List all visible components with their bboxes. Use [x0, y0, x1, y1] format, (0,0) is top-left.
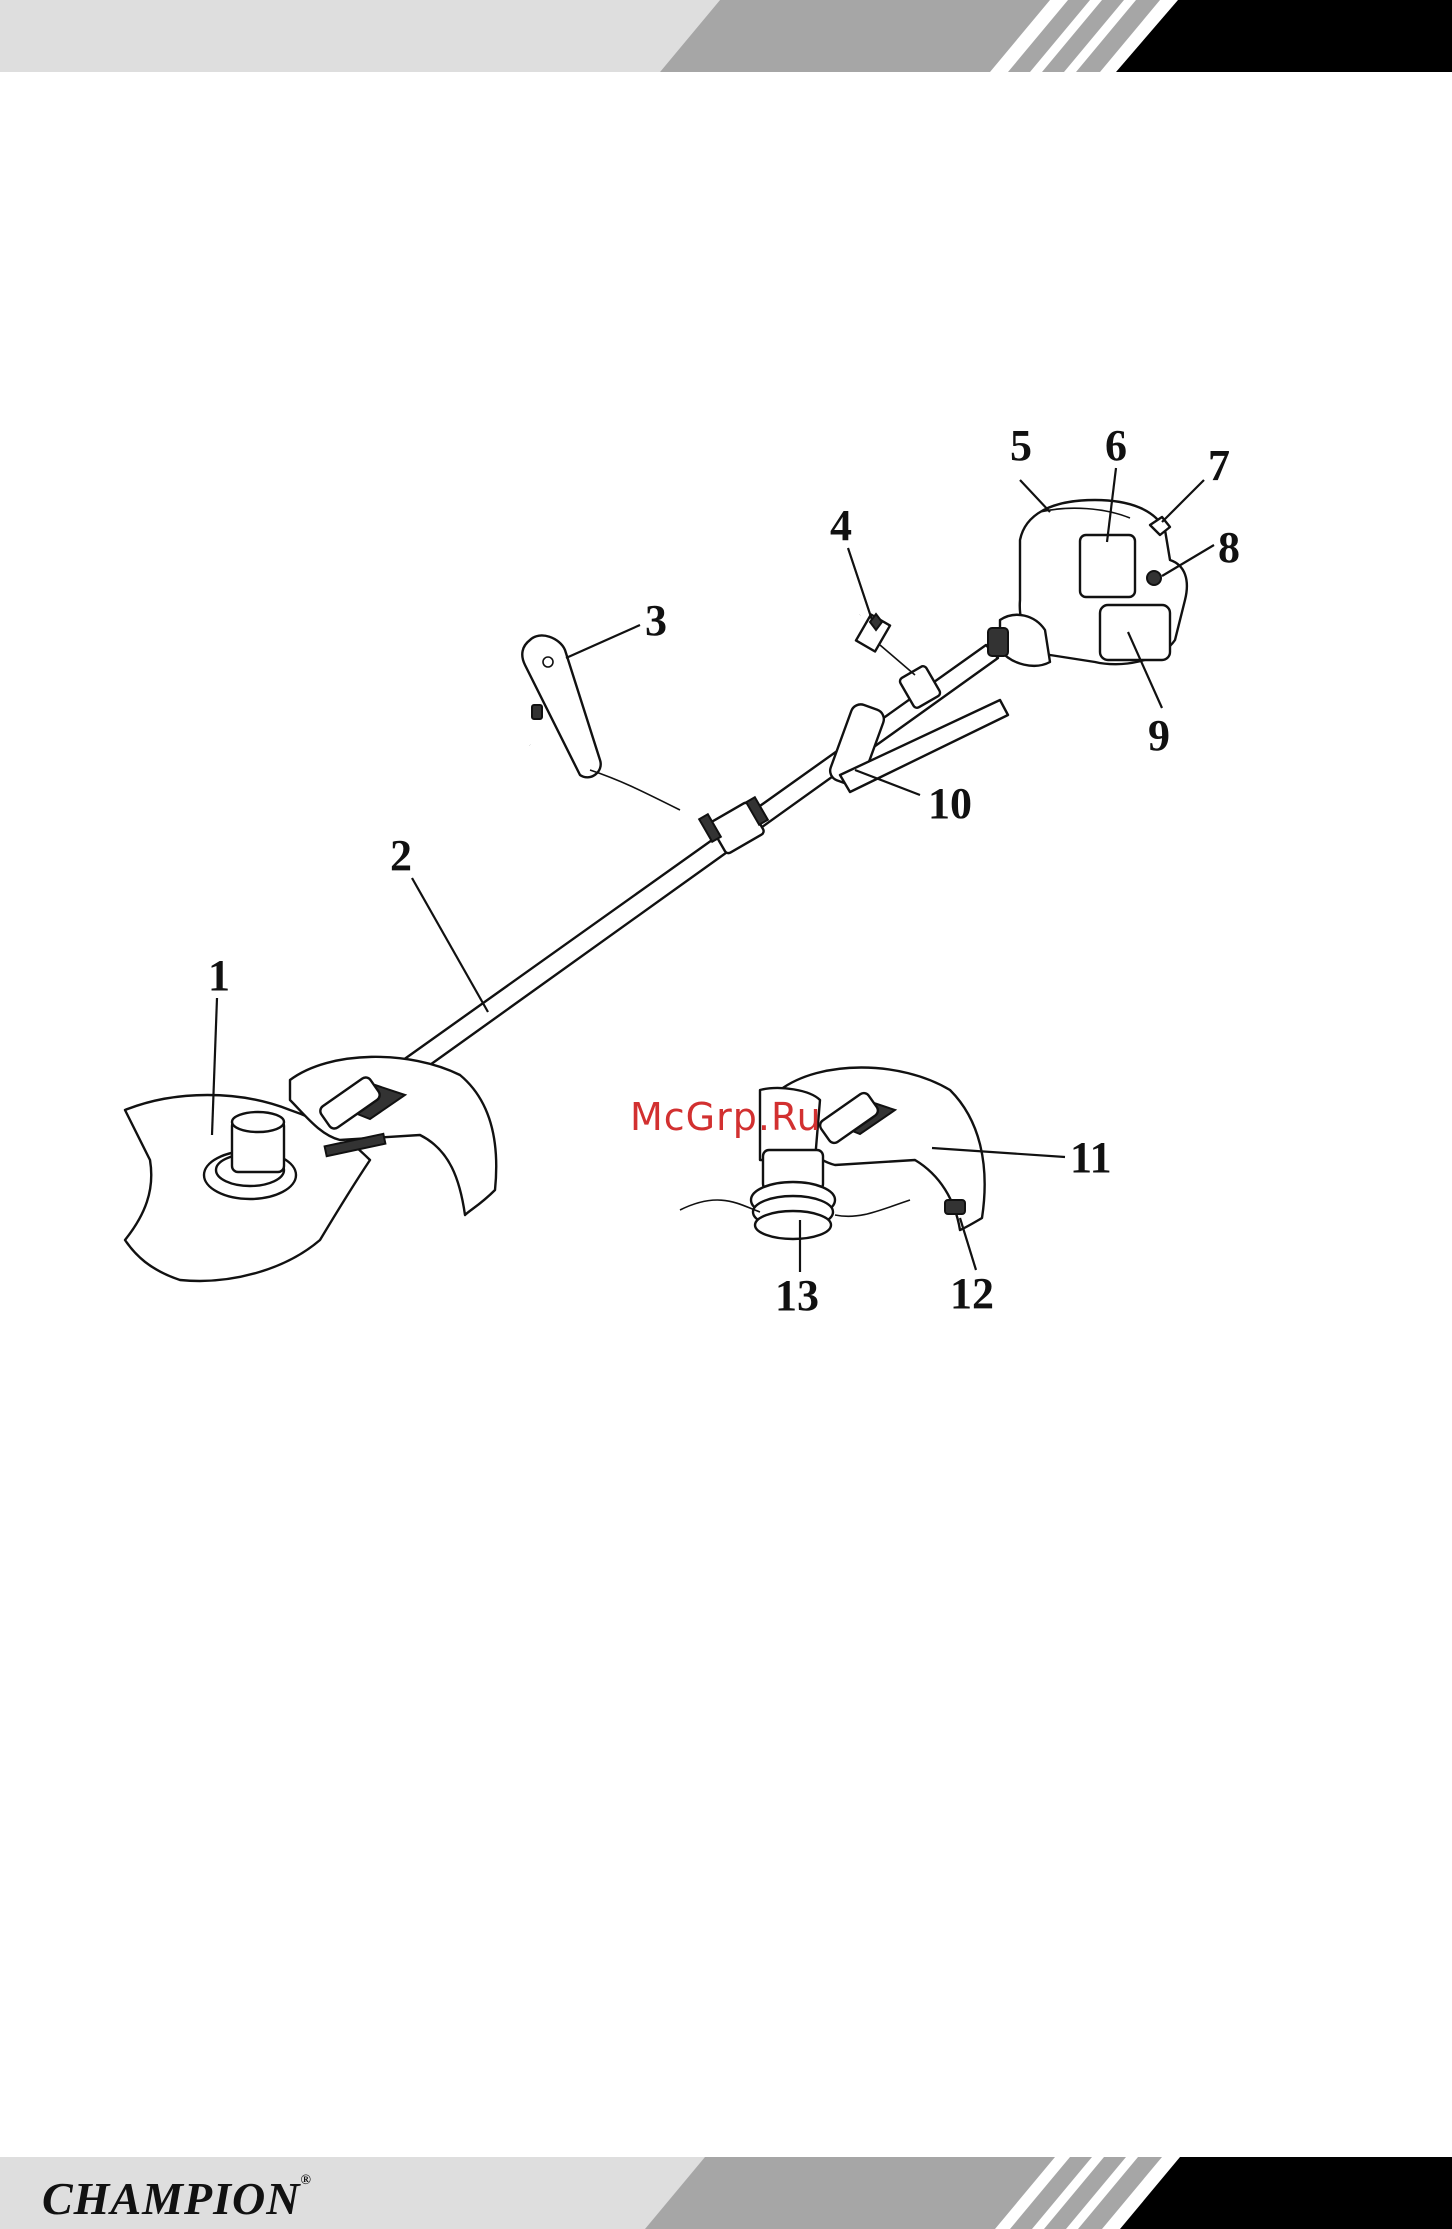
- callout-13: 13: [775, 1271, 819, 1320]
- footer-mid-strip: [645, 2157, 1055, 2229]
- footer-dark-strip: [1120, 2157, 1452, 2229]
- callout-9: 9: [1148, 711, 1170, 760]
- header-light-strip: [0, 0, 720, 72]
- watermark-text: McGrp.Ru: [630, 1095, 822, 1139]
- header-mid-strip: [660, 0, 1050, 72]
- brand-name: CHAMPION: [42, 2173, 300, 2224]
- callout-4: 4: [830, 501, 852, 550]
- engine-unit: [988, 500, 1187, 666]
- blade-assembly: [125, 1057, 496, 1281]
- callout-5: 5: [1010, 421, 1032, 470]
- fuel-tank-cover: [1080, 535, 1135, 597]
- callout-11: 11: [1070, 1133, 1112, 1182]
- header-band: [0, 0, 1452, 72]
- callout-12: 12: [950, 1269, 994, 1318]
- callout-2: 2: [390, 831, 412, 880]
- callout-8: 8: [1218, 523, 1240, 572]
- callout-7: 7: [1208, 441, 1230, 490]
- brushcutter-diagram: 1 2 3 4 5 6 7 8 9 10 11 12 13: [120, 400, 1300, 1340]
- header-dark-strip: [1116, 0, 1452, 72]
- callout-1: 1: [208, 951, 230, 1000]
- air-filter-cover: [1100, 605, 1170, 660]
- line-cutter: [945, 1200, 965, 1214]
- choke-lever: [1147, 571, 1161, 585]
- champion-logo: CHAMPION®: [42, 2172, 312, 2225]
- callout-10: 10: [928, 779, 972, 828]
- registered-mark: ®: [300, 2173, 311, 2188]
- callout-6: 6: [1105, 421, 1127, 470]
- callout-3: 3: [645, 596, 667, 645]
- strap-clip: [856, 614, 942, 709]
